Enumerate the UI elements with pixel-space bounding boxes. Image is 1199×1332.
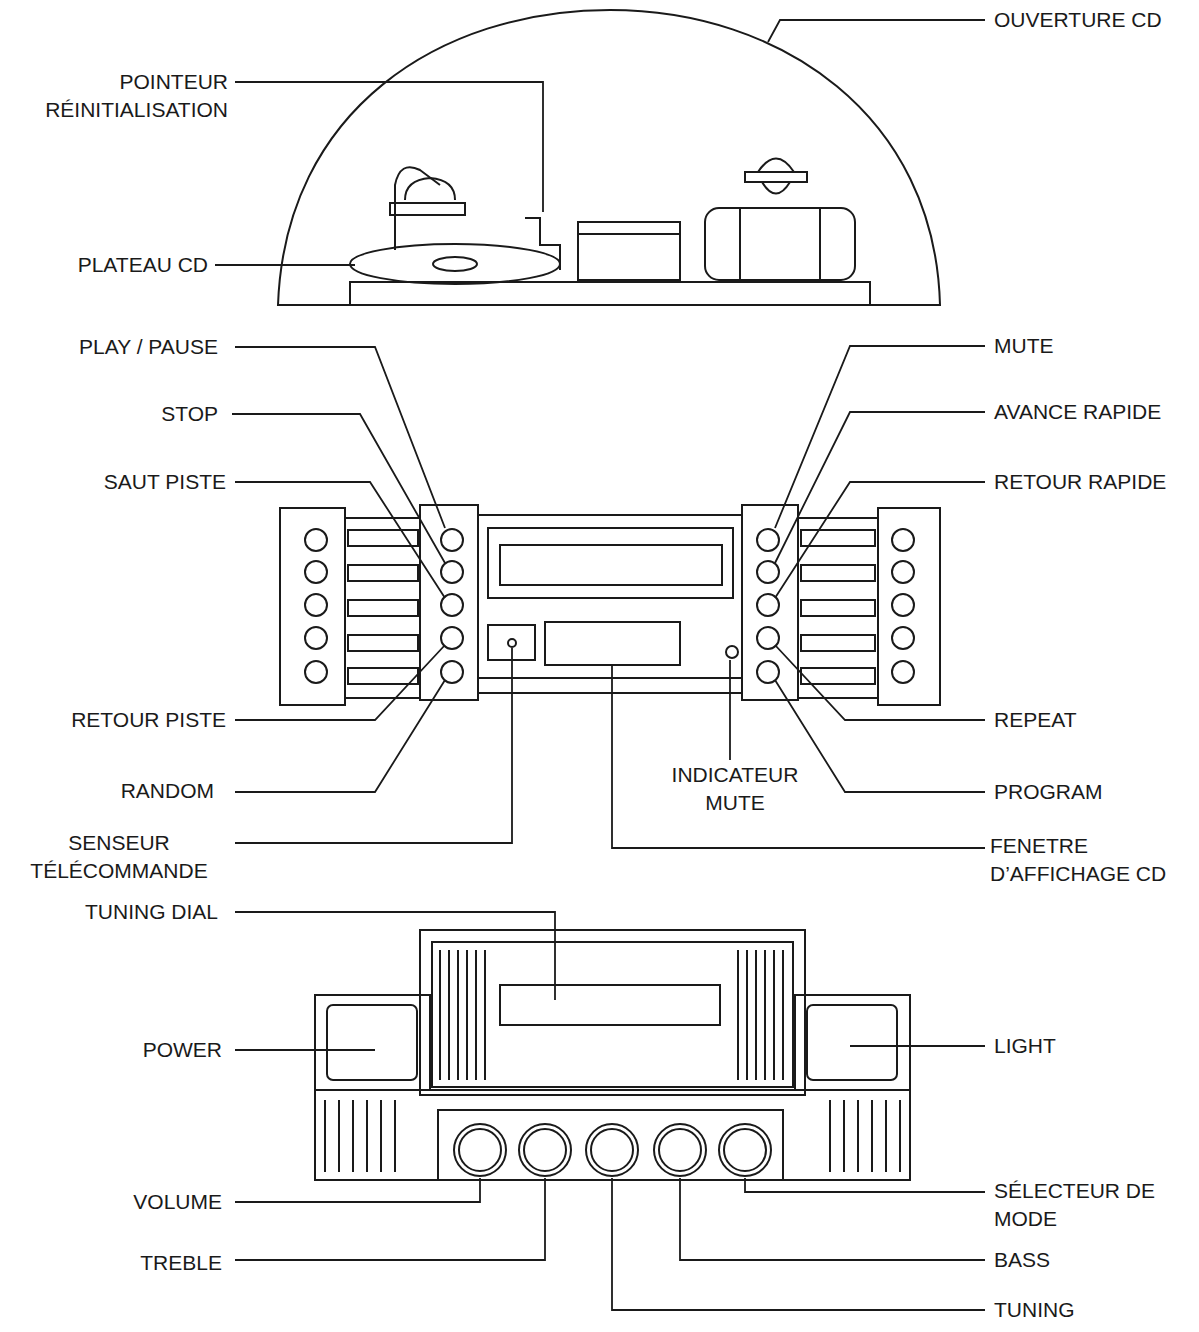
drawn-part [348, 668, 418, 684]
drawn-part [441, 529, 463, 551]
part-label: SÉLECTEUR DE MODE [994, 1177, 1184, 1233]
drawn-part [801, 530, 875, 546]
drawn-part [305, 661, 327, 683]
drawn-part [829, 1100, 831, 1172]
drawn-part [466, 950, 468, 1080]
part-label: INDICATEUR MUTE [650, 761, 820, 817]
part-label: SENSEUR TÉLÉCOMMANDE [10, 829, 228, 885]
drawn-part [457, 950, 459, 1080]
drawn-part [782, 950, 784, 1080]
part-label: POWER [22, 1036, 222, 1064]
drawn-part [348, 600, 418, 616]
drawn-part [843, 1100, 845, 1172]
part-label: RANDOM [14, 777, 214, 805]
drawn-part [459, 1129, 501, 1171]
part-label: TUNING DIAL [8, 898, 218, 926]
drawn-part [366, 1100, 368, 1172]
part-label: PROGRAM [994, 778, 1184, 806]
drawn-part [659, 1129, 701, 1171]
drawn-part [801, 635, 875, 651]
drawn-part [871, 1100, 873, 1172]
drawn-part [380, 1100, 382, 1172]
drawn-part [591, 1129, 633, 1171]
drawn-part [338, 1100, 340, 1172]
drawn-part [755, 950, 757, 1080]
part-label: LIGHT [994, 1032, 1184, 1060]
drawn-part [484, 950, 486, 1080]
drawn-part [892, 594, 914, 616]
part-label: STOP [18, 400, 218, 428]
part-label: SAUT PISTE [16, 468, 226, 496]
drawn-part [441, 561, 463, 583]
part-label: RETOUR PISTE [16, 706, 226, 734]
drawn-part [801, 600, 875, 616]
drawn-part [348, 565, 418, 581]
drawn-part [305, 561, 327, 583]
drawn-part [801, 565, 875, 581]
part-label: RETOUR RAPIDE [994, 468, 1194, 496]
part-label: VOLUME [22, 1188, 222, 1216]
drawn-part [757, 529, 779, 551]
part-label: AVANCE RAPIDE [994, 398, 1194, 426]
drawn-part [885, 1100, 887, 1172]
drawn-part [654, 1124, 706, 1176]
drawn-part [439, 950, 441, 1080]
drawn-part [773, 950, 775, 1080]
drawn-part [324, 1100, 326, 1172]
drawn-part [305, 627, 327, 649]
drawn-part [892, 627, 914, 649]
drawn-part [475, 950, 477, 1080]
drawn-part [348, 530, 418, 546]
drawn-part [454, 1124, 506, 1176]
drawn-part [892, 661, 914, 683]
part-label: FENETRE D’AFFICHAGE CD [990, 832, 1192, 888]
drawn-part [724, 1129, 766, 1171]
drawn-part [519, 1124, 571, 1176]
drawn-part [352, 1100, 354, 1172]
part-label: BASS [994, 1246, 1184, 1274]
drawn-part [586, 1124, 638, 1176]
drawn-part [857, 1100, 859, 1172]
drawn-part [448, 950, 450, 1080]
drawn-part [757, 561, 779, 583]
part-label: TREBLE [22, 1249, 222, 1277]
drawn-part [892, 529, 914, 551]
part-label: PLAY / PAUSE [8, 333, 218, 361]
drawn-part [394, 1100, 396, 1172]
part-label: OUVERTURE CD [994, 6, 1194, 34]
part-label: REPEAT [994, 706, 1184, 734]
part-label: MUTE [994, 332, 1184, 360]
drawn-part [892, 561, 914, 583]
drawn-part [899, 1100, 901, 1172]
drawn-part [746, 950, 748, 1080]
drawn-part [348, 635, 418, 651]
part-label: TUNING [994, 1296, 1184, 1324]
drawn-part [524, 1129, 566, 1171]
part-label: POINTEUR RÉINITIALISATION [8, 68, 228, 124]
part-label: PLATEAU CD [8, 251, 208, 279]
drawn-part [305, 529, 327, 551]
drawn-part [737, 950, 739, 1080]
drawn-part [764, 950, 766, 1080]
drawn-part [305, 594, 327, 616]
drawn-part [719, 1124, 771, 1176]
drawn-part [801, 668, 875, 684]
